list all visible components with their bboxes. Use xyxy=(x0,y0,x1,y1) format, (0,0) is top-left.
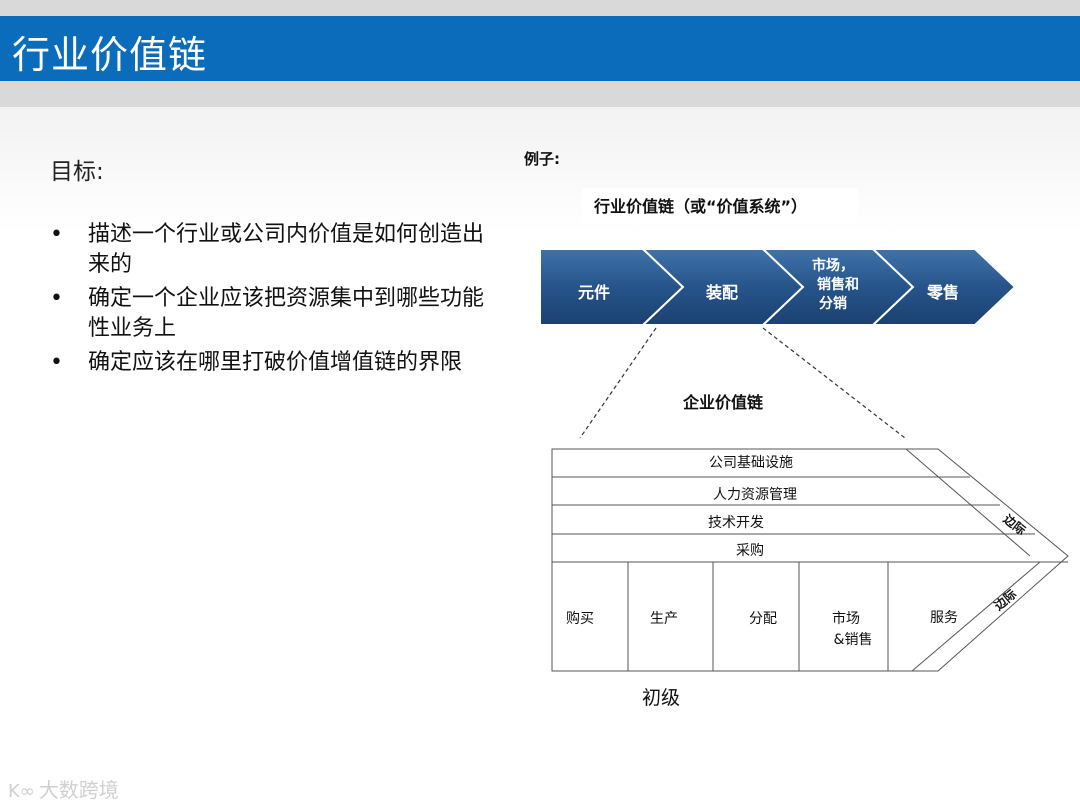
primary-activity: 购买 xyxy=(566,611,594,627)
margin-diagonal xyxy=(911,561,1041,672)
example-label: 例子: xyxy=(524,150,560,168)
watermark-logo-icon: K∞ xyxy=(8,781,35,802)
firm-value-chain xyxy=(551,448,1069,672)
margin-diagonal xyxy=(905,448,1031,557)
goal-text: 描述一个行业或公司内价值是如何创造出来的 xyxy=(88,222,485,277)
support-activity: 公司基础设施 xyxy=(709,454,793,471)
industry-chain-title-box xyxy=(582,188,858,222)
chevron-label: 分销 xyxy=(819,295,847,312)
support-activity: 技术开发 xyxy=(708,515,764,531)
firm-chain-title: 企业价值链 xyxy=(682,393,764,412)
watermark-text: 大数跨境 xyxy=(38,778,119,802)
chevron-step xyxy=(870,248,1017,326)
primary-activity: 分配 xyxy=(749,611,777,627)
chevron-label: 装配 xyxy=(705,283,738,302)
primary-activity: &销售 xyxy=(834,632,873,648)
goal-item: • 描述一个行业或公司内价值是如何创造出来的 xyxy=(50,220,490,280)
goal-text: 确定应该在哪里打破价值增值链的界限 xyxy=(88,350,463,375)
top-strip xyxy=(0,0,1080,16)
goal-text: 确定一个企业应该把资源集中到哪些功能性业务上 xyxy=(88,286,485,341)
goal-label: 目标: xyxy=(50,159,104,185)
chevron-label: 元件 xyxy=(578,283,610,302)
watermark: K∞大数跨境 xyxy=(8,774,119,803)
firm-chain-outline xyxy=(551,448,1069,672)
support-activity: 人力资源管理 xyxy=(713,487,797,503)
chevron-label: 销售和 xyxy=(817,276,859,293)
industry-chain-title: 行业价值链（或“价值系统”） xyxy=(593,197,807,216)
bullet-icon: • xyxy=(50,286,63,311)
chevron-label: 市场， xyxy=(812,257,854,274)
goal-list: • 描述一个行业或公司内价值是如何创造出来的 • 确定一个企业应该把资源集中到哪些功… xyxy=(50,220,490,382)
industry-chevrons xyxy=(539,248,1017,326)
support-activity: 采购 xyxy=(736,543,764,559)
primary-activity: 市场 xyxy=(832,610,860,627)
primary-activity: 服务 xyxy=(930,610,958,626)
bottom-caption: 初级 xyxy=(642,687,680,709)
primary-activity: 生产 xyxy=(650,611,678,627)
slide-title: 行业价值链 xyxy=(12,33,208,77)
title-bar xyxy=(0,16,1080,81)
goal-item: • 确定一个企业应该把资源集中到哪些功能性业务上 xyxy=(50,284,490,344)
zoom-line-left xyxy=(579,327,657,439)
goal-item: • 确定应该在哪里打破价值增值链的界限 xyxy=(50,348,490,378)
title-underline-strip xyxy=(0,81,1080,107)
bullet-icon: • xyxy=(50,222,63,247)
zoom-line-right xyxy=(762,327,906,439)
chevron-label: 零售 xyxy=(926,283,959,302)
bullet-icon: • xyxy=(50,350,63,375)
